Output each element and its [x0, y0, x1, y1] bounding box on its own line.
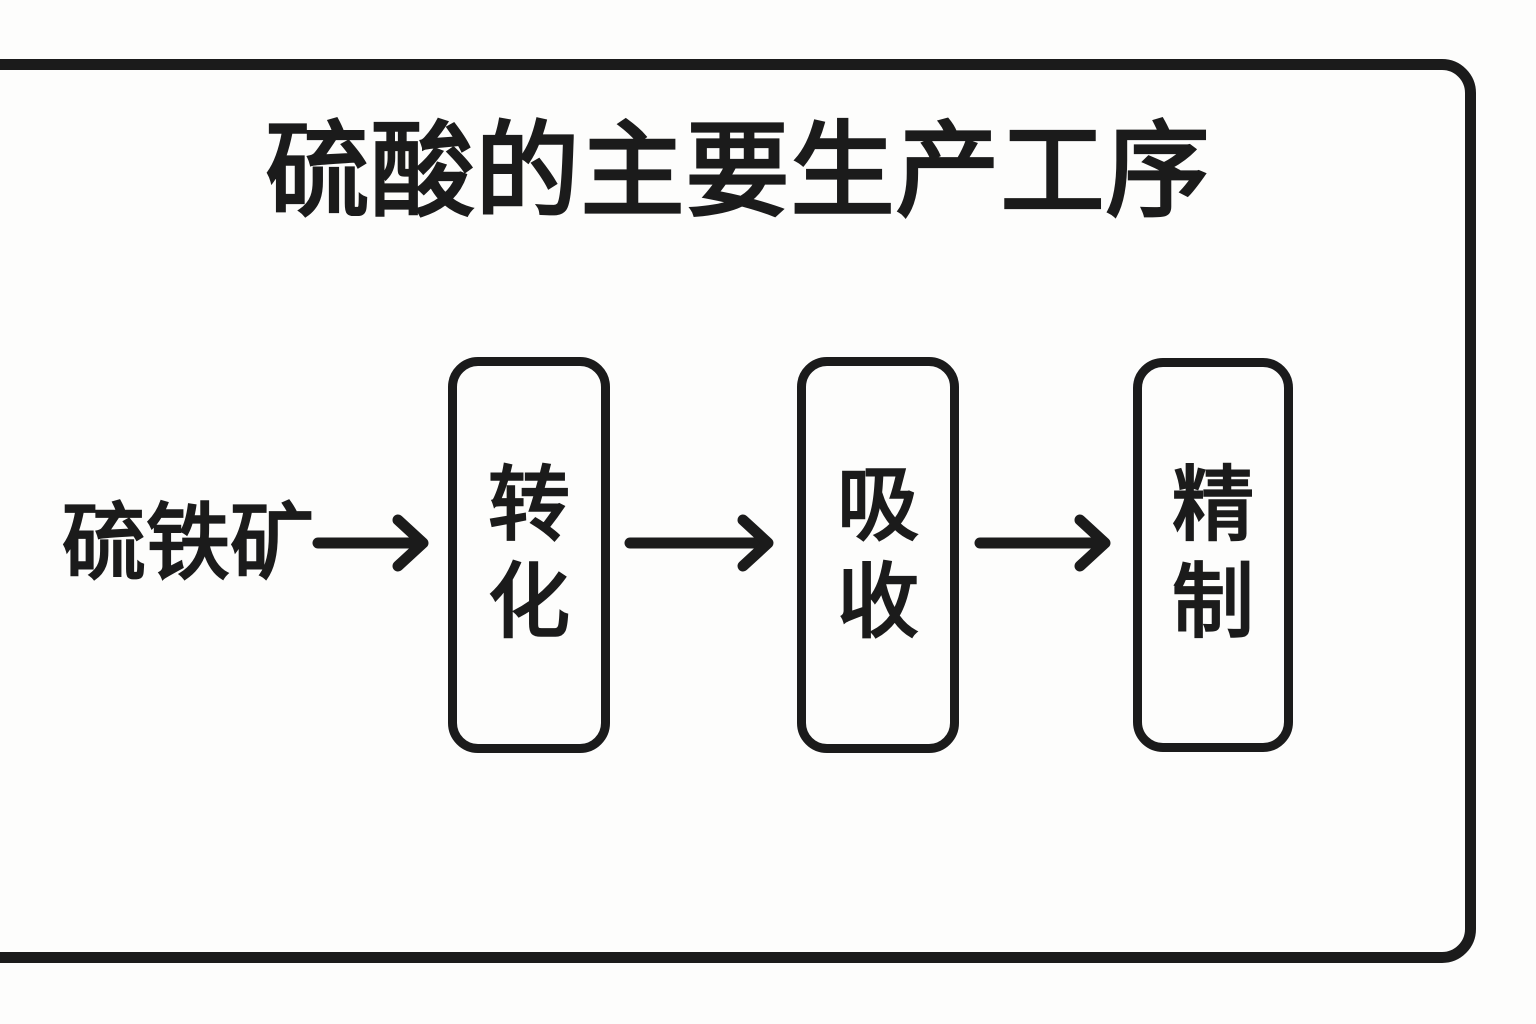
- flow-arrow-absorption-to-refining: [974, 514, 1111, 572]
- arrow-head: [392, 514, 429, 572]
- process-node-label: 精制: [1171, 460, 1254, 648]
- flow-arrow-source-to-conversion: [312, 514, 429, 572]
- process-node-conversion: 转化: [448, 357, 610, 753]
- flow-arrow-conversion-to-absorption: [624, 514, 774, 572]
- process-node-label: 吸收: [836, 460, 919, 648]
- process-node-refining: 精制: [1133, 358, 1293, 752]
- diagram-title: 硫酸的主要生产工序: [265, 114, 1211, 230]
- diagram-frame: [0, 59, 1476, 963]
- arrow-head: [1074, 514, 1111, 572]
- arrow-head: [737, 514, 774, 572]
- process-node-absorption: 吸收: [797, 357, 959, 753]
- process-node-label: 转化: [487, 460, 570, 648]
- source-material-label: 硫铁矿: [62, 496, 315, 590]
